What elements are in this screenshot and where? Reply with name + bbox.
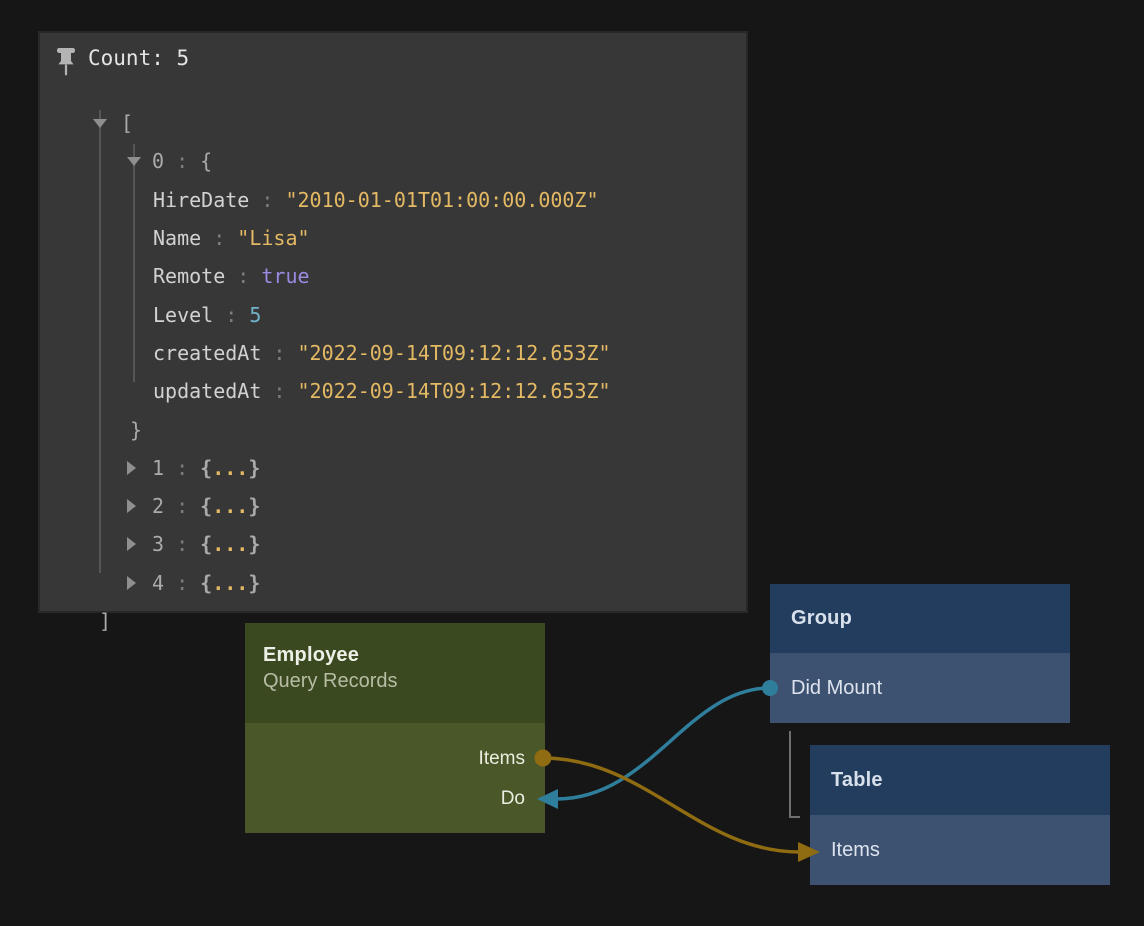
- node-group[interactable]: Group Did Mount: [770, 584, 1070, 723]
- parent-child-connector: [790, 731, 800, 817]
- json-tree-row: }: [40, 410, 742, 448]
- json-tree-row: createdAt : "2022-09-14T09:12:12.653Z": [40, 334, 742, 372]
- node-title: Table: [831, 769, 883, 792]
- pin-icon[interactable]: [54, 48, 78, 78]
- expand-arrow-icon[interactable]: [127, 499, 136, 513]
- connection-didmount-to-do[interactable]: [557, 688, 770, 799]
- json-tree-row: Level : 5: [40, 295, 742, 333]
- json-tree-row[interactable]: 1 : {...}: [40, 449, 742, 487]
- json-tree-row[interactable]: 0 : {: [40, 142, 742, 180]
- json-tree-row: Name : "Lisa": [40, 219, 742, 257]
- node-table[interactable]: Table Items: [810, 745, 1110, 885]
- json-tree-row[interactable]: 3 : {...}: [40, 525, 742, 563]
- connection-items-to-items[interactable]: [543, 758, 799, 852]
- port-items-output[interactable]: Items: [245, 739, 545, 779]
- collapse-arrow-icon[interactable]: [93, 119, 107, 128]
- json-tree-row: Remote : true: [40, 257, 742, 295]
- expand-arrow-icon[interactable]: [127, 537, 136, 551]
- collapse-arrow-icon[interactable]: [127, 157, 141, 166]
- node-subtitle: Query Records: [263, 670, 545, 693]
- node-employee[interactable]: Employee Query Records Items Do: [245, 623, 545, 833]
- node-title: Employee: [263, 644, 545, 667]
- json-tree-row[interactable]: 4 : {...}: [40, 564, 742, 602]
- record-count-label: Count: 5: [88, 38, 189, 78]
- node-group-header[interactable]: Group: [770, 584, 1070, 653]
- node-title: Group: [791, 607, 852, 630]
- port-did-mount-output[interactable]: Did Mount: [770, 653, 1070, 723]
- json-tree-row: updatedAt : "2022-09-14T09:12:12.653Z": [40, 372, 742, 410]
- json-tree-row[interactable]: [: [40, 104, 742, 142]
- node-table-header[interactable]: Table: [810, 745, 1110, 815]
- node-employee-header[interactable]: Employee Query Records: [245, 623, 545, 723]
- port-items-input[interactable]: Items: [810, 815, 1110, 885]
- inspector-header: Count: 5: [40, 38, 746, 78]
- json-tree-row: HireDate : "2010-01-01T01:00:00.000Z": [40, 181, 742, 219]
- json-tree: [0 : {HireDate : "2010-01-01T01:00:00.00…: [40, 104, 742, 640]
- json-tree-row[interactable]: 2 : {...}: [40, 487, 742, 525]
- expand-arrow-icon[interactable]: [127, 461, 136, 475]
- expand-arrow-icon[interactable]: [127, 576, 136, 590]
- data-inspector-panel: Count: 5 [0 : {HireDate : "2010-01-01T01…: [38, 31, 748, 613]
- node-employee-body: Items Do: [245, 723, 545, 833]
- port-do-input[interactable]: Do: [245, 779, 545, 819]
